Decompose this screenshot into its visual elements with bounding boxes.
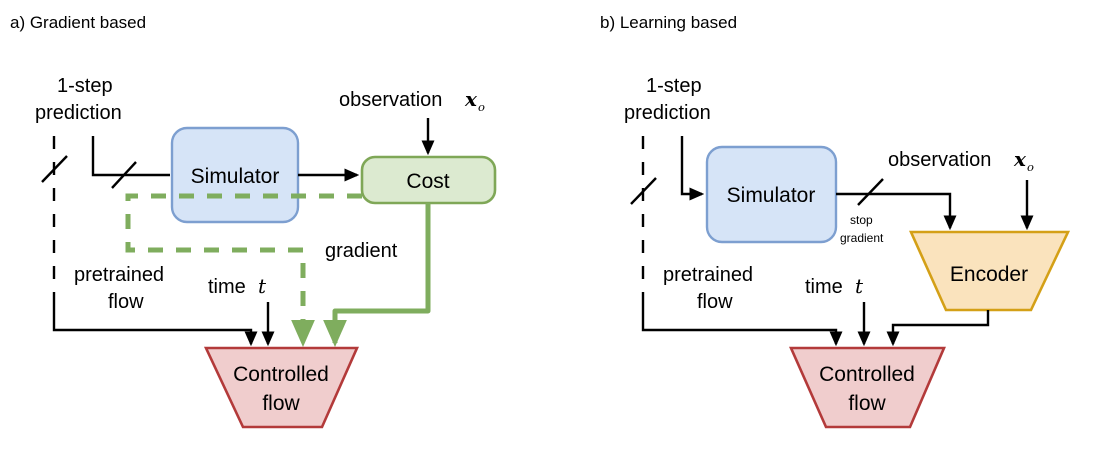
panel-b-controlled-flow-label-line2: flow [848,392,886,415]
panel-a-one-step-prediction-label: 1-step prediction [35,75,122,124]
one-step-text: 1-step [57,75,113,97]
panel-a-controlled-flow-node[interactable] [203,346,359,429]
panel-b-slash-mark-left-icon [630,177,657,205]
panel-b-encoder-to-flow-arrow [886,310,990,347]
observation-subscript: o [478,100,485,114]
panel-a-pretrained-flow-label: pretrained flow [74,264,164,313]
pretrained-text: pretrained [74,264,164,286]
panel-b-time-label: time t [805,274,864,298]
flow-text: flow [108,291,144,313]
panel-a-slash-mark-sim-input-icon [111,161,137,189]
panel-b-encoder-node[interactable] [908,230,1071,312]
observation-text: observation [888,149,991,171]
time-text: time [805,276,843,298]
panel-a-title: a) Gradient based [10,13,146,32]
one-step-text: 1-step [646,75,702,97]
observation-symbol: x [464,87,478,111]
panel-a-slash-mark-left-icon [41,155,68,183]
panel-b-controlled-flow-label-line1: Controlled [819,363,915,386]
prediction-text: prediction [624,102,711,124]
panel-b-observation-label: observation x o [888,147,1034,174]
flow-text: flow [697,291,733,313]
panel-a-simulator-label: Simulator [191,165,280,188]
prediction-text: prediction [35,102,122,124]
panel-a-observation-label: observation x o [339,87,485,114]
panel-a-pretrained-flow-arrow [52,294,258,347]
panel-b-simulator-label: Simulator [727,184,816,207]
panel-a-time-label: time t [208,274,267,298]
panel-b-title: b) Learning based [600,13,737,32]
panel-a-cost-to-flow-solid-path [323,203,431,348]
panel-a-controlled-flow-label-line2: flow [262,392,300,415]
observation-text: observation [339,89,442,111]
panel-a-controlled-flow-label-line1: Controlled [233,363,329,386]
panel-b-pretrained-flow-arrow [641,294,843,347]
gradient-text: gradient [840,231,884,245]
time-symbol: t [855,274,864,298]
panel-a-gradient-dashed-path [125,193,362,348]
panel-b-pretrained-flow-label: pretrained flow [663,264,753,313]
pretrained-text: pretrained [663,264,753,286]
panel-b-stop-gradient-label: stop gradient [840,213,884,245]
panel-b-controlled-flow-node[interactable] [789,346,946,429]
panel-b-one-step-prediction-arrow [680,136,705,201]
stop-text: stop [850,213,873,227]
panel-b: b) Learning based 1-step prediction Simu… [600,13,1071,429]
panel-b-one-step-prediction-label: 1-step prediction [624,75,711,124]
panel-a-one-step-prediction-path [91,136,170,177]
observation-subscript: o [1027,160,1034,174]
panel-a-gradient-label: gradient [325,240,398,262]
observation-symbol: x [1013,147,1027,171]
panel-a: a) Gradient based 1-step prediction Simu… [10,13,497,429]
panel-b-simulator-to-encoder-arrow [836,192,957,231]
panel-b-slash-mark-stop-gradient-icon [857,178,884,206]
time-symbol: t [258,274,267,298]
panel-a-cost-label: Cost [406,170,449,193]
panel-b-encoder-label: Encoder [950,263,1028,286]
time-text: time [208,276,246,298]
